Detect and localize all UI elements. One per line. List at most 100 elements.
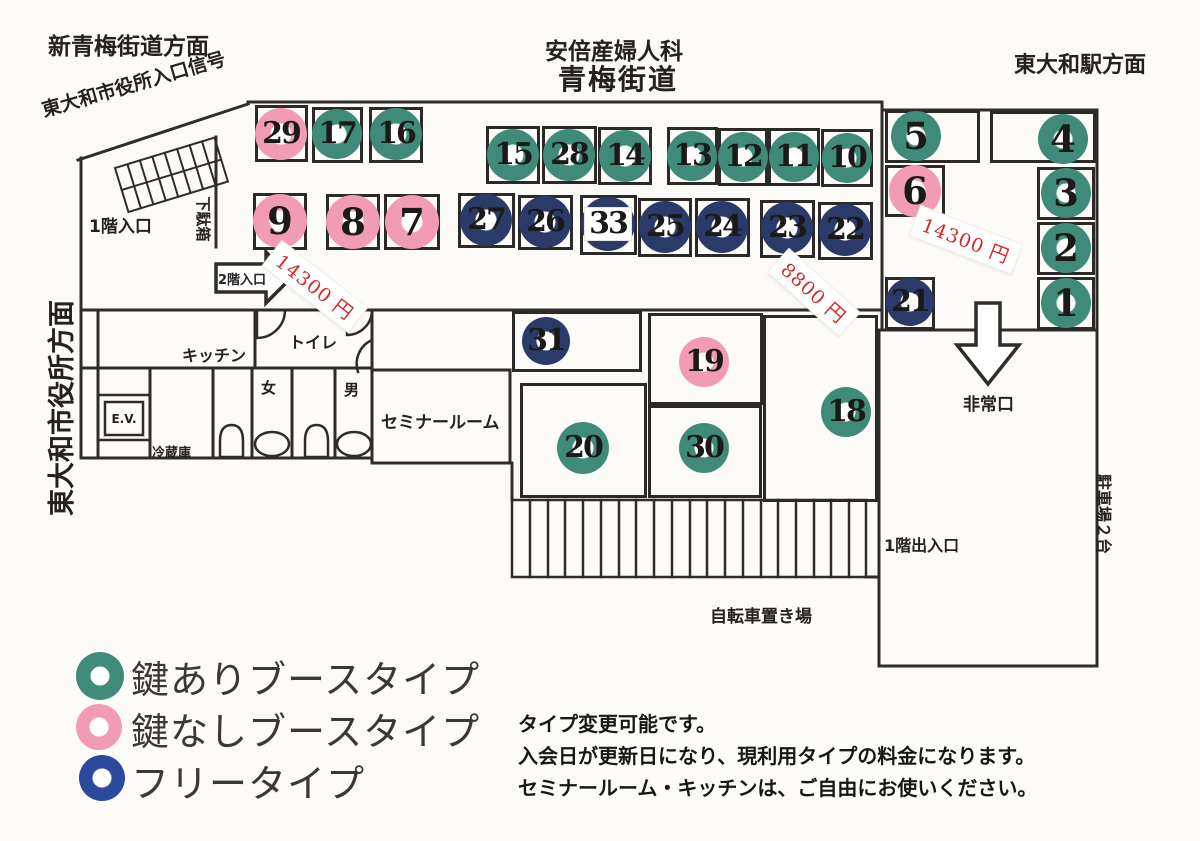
- emergency-exit-label: 非常口: [963, 395, 1014, 415]
- toilet-label: トイレ: [289, 333, 338, 352]
- elevator-label: E.V.: [111, 411, 137, 426]
- booth-circle-25: 25: [639, 201, 691, 253]
- booth-31: [512, 311, 642, 372]
- booth-circle-13: 13: [667, 131, 717, 181]
- booth-circle-23: 23: [761, 202, 813, 254]
- refrigerator-label: 冷蔵庫: [152, 446, 192, 461]
- notes-block: タイプ変更可能です。 入会日が更新日になり、現利用タイプの料金になります。 セミ…: [518, 708, 1037, 804]
- booth-circle-20: 20: [557, 422, 609, 474]
- booth-circle-2: 2: [1041, 223, 1091, 273]
- booth-number: 22: [826, 212, 866, 247]
- booth-circle-4: 4: [1038, 114, 1088, 164]
- seminar-room-label: セミナールーム: [381, 413, 500, 433]
- booth-circle-18: 18: [821, 387, 871, 437]
- booth-number: 19: [685, 344, 725, 379]
- legend-pink-circle: [76, 704, 122, 750]
- booth-number: 1: [1053, 280, 1079, 325]
- booth-number: 21: [891, 284, 931, 319]
- booth-number: 3: [1053, 170, 1079, 215]
- elevator-outer-box: [96, 393, 152, 442]
- booth-number: 17: [318, 116, 358, 151]
- legend-blue-circle: [79, 755, 125, 801]
- entrance-1f-label: 1階入口: [89, 217, 152, 237]
- booth-circle-21: 21: [886, 278, 934, 326]
- booth-number: 29: [262, 116, 302, 151]
- booth-circle-1: 1: [1041, 278, 1091, 328]
- staircase: [113, 136, 230, 214]
- elevator-inner-box: [103, 400, 145, 437]
- booth-circle-14: 14: [599, 130, 651, 182]
- booth-circle-11: 11: [769, 132, 819, 182]
- booth-number: 10: [828, 140, 868, 175]
- legend-blue-label: フリータイプ: [131, 762, 366, 806]
- booth-number: 31: [527, 323, 567, 358]
- booth-number: 9: [267, 198, 293, 243]
- booth-number: 11: [775, 139, 815, 174]
- women-label: 女: [261, 379, 277, 397]
- booth-number: 7: [399, 199, 425, 244]
- booth-circle-5: 5: [891, 111, 941, 161]
- exit-1f-label: 1階出入口: [884, 536, 960, 555]
- entrance-2f-label: 2階入口: [218, 273, 267, 288]
- booth-number: 2: [1053, 225, 1079, 270]
- booth-circle-17: 17: [312, 109, 362, 159]
- booth-circle-10: 10: [822, 133, 872, 183]
- booth-number: 24: [703, 209, 743, 244]
- booth-19: [648, 313, 763, 405]
- booth-number: 28: [550, 137, 590, 172]
- booth-circle-3: 3: [1041, 168, 1091, 218]
- bicycle-parking-label: 自転車置き場: [710, 607, 812, 627]
- booth-number: 14: [606, 138, 646, 173]
- booth-circle-22: 22: [819, 204, 871, 256]
- booth-20: [520, 383, 647, 498]
- direction-shin-oume-kaido: 新青梅街道方面: [48, 34, 209, 60]
- booth-circle-27: 27: [460, 194, 512, 246]
- booth-number: 18: [827, 394, 867, 429]
- legend-green-circle: [76, 652, 124, 700]
- toilet-fixtures: [218, 423, 373, 459]
- booth-30: [648, 405, 762, 498]
- bicycle-parking-hatch: [510, 498, 868, 579]
- booth-number: 8: [340, 199, 366, 244]
- booth-number: 23: [768, 210, 808, 245]
- booth-number: 5: [903, 113, 929, 158]
- note-line: 入会日が更新日になり、現利用タイプの料金になります。: [518, 744, 1036, 768]
- booth-number: 30: [685, 430, 725, 465]
- booth-circle-6: 6: [889, 165, 941, 217]
- booth-circle-12: 12: [718, 132, 768, 182]
- seminar-room-outline: [370, 368, 512, 465]
- direction-higashiyamato-station: 東大和駅方面: [1014, 53, 1147, 78]
- booth-number: 25: [646, 209, 686, 244]
- booth-circle-15: 15: [487, 129, 539, 181]
- booth-circle-31: 31: [522, 317, 570, 365]
- booth-circle-16: 16: [370, 108, 422, 160]
- booth-number: 13: [673, 138, 713, 173]
- booth-number: 16: [377, 116, 417, 151]
- booth-number: 4: [1050, 116, 1076, 161]
- men-label: 男: [344, 381, 360, 399]
- booth-circle-33: 33: [581, 197, 635, 251]
- booth-circle-30: 30: [679, 423, 729, 473]
- legend-green-label: 鍵ありブースタイプ: [131, 658, 481, 702]
- emergency-exit-arrow: [953, 301, 1023, 387]
- kitchen-label: キッチン: [182, 346, 247, 365]
- legend-pink-label: 鍵なしブースタイプ: [131, 710, 481, 754]
- booth-number: 26: [526, 204, 566, 239]
- booth-number: 15: [494, 137, 534, 172]
- note-line: セミナールーム・キッチンは、ご自由にお使いください。: [518, 776, 1038, 800]
- booth-4: [990, 111, 1096, 163]
- booth-number: 33: [585, 208, 631, 240]
- booth-number: 6: [902, 168, 928, 213]
- clinic-label: 安倍産婦人科: [545, 39, 683, 65]
- toilet-door-arc-left: [255, 308, 287, 340]
- booth-circle-7: 7: [385, 195, 439, 249]
- booth-5: [885, 110, 980, 163]
- toilet-door-arc-right: [345, 308, 374, 337]
- booth-circle-26: 26: [519, 196, 571, 248]
- parking-label: 駐車場２台: [1094, 473, 1113, 554]
- booth-number: 12: [724, 139, 764, 174]
- booth-circle-19: 19: [679, 337, 729, 387]
